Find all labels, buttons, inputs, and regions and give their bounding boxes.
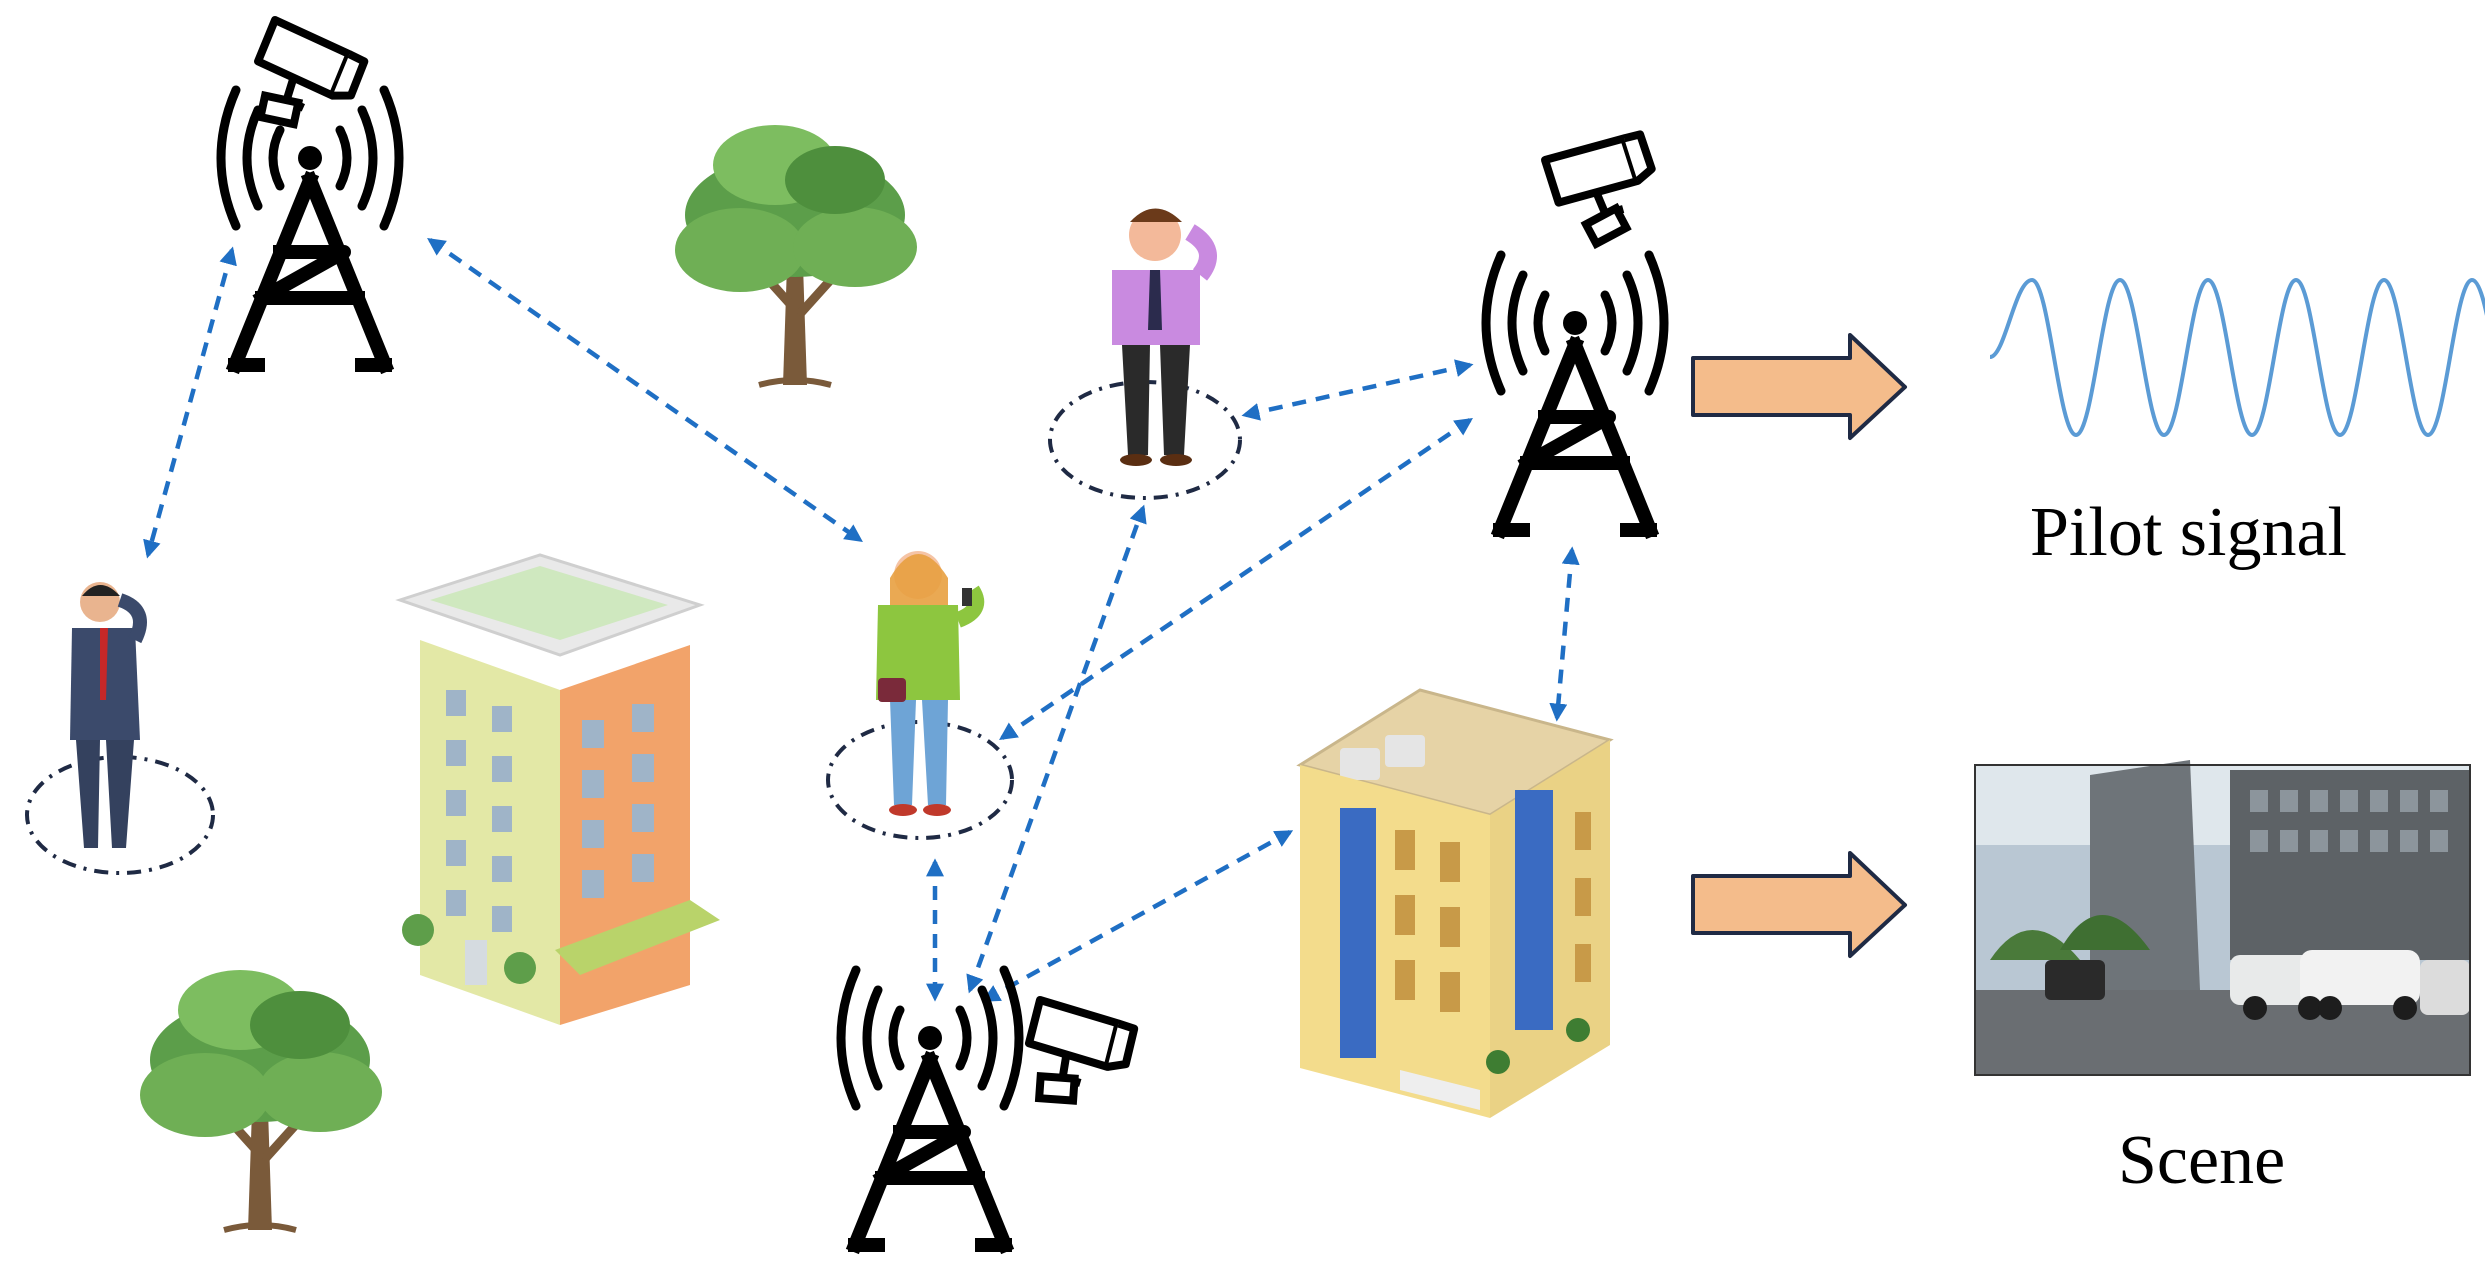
- camera-icon: [1025, 999, 1136, 1104]
- link-right-tower-to-woman: [999, 417, 1473, 741]
- cell-tower-icon: [841, 970, 1019, 1245]
- link-right-tower-to-building: [1549, 546, 1580, 722]
- camera-icon: [247, 18, 369, 135]
- link-arrows: [143, 237, 1580, 1002]
- arrow-to-pilot-icon: [1691, 333, 1907, 440]
- link-right-tower-to-person-top: [1241, 359, 1474, 421]
- tree-icon: [140, 970, 382, 1230]
- user-zone-ring: [25, 755, 215, 875]
- link-bottom-tower-to-building: [981, 830, 1294, 1002]
- camera-icon: [1538, 115, 1676, 250]
- person-icon: [826, 551, 1014, 840]
- street-scene-image: [1974, 760, 2471, 1076]
- building-icon: [395, 553, 720, 1025]
- tree-icon: [675, 125, 917, 385]
- person-icon: [25, 582, 215, 875]
- pilot-signal-label: Pilot signal: [2030, 494, 2347, 571]
- building-icon: [1296, 688, 1614, 1118]
- scene-label: Scene: [2118, 1122, 2286, 1199]
- sine-wave-icon: [1989, 277, 2485, 438]
- cell-tower-icon: [221, 90, 399, 365]
- arrow-to-scene-icon: [1691, 851, 1907, 958]
- link-tower-left-to-woman: [427, 237, 863, 543]
- user-zone-ring: [826, 720, 1014, 840]
- person-icon: [1048, 208, 1242, 500]
- cell-tower-icon: [1486, 255, 1664, 530]
- link-tower-left-to-man: [143, 246, 237, 559]
